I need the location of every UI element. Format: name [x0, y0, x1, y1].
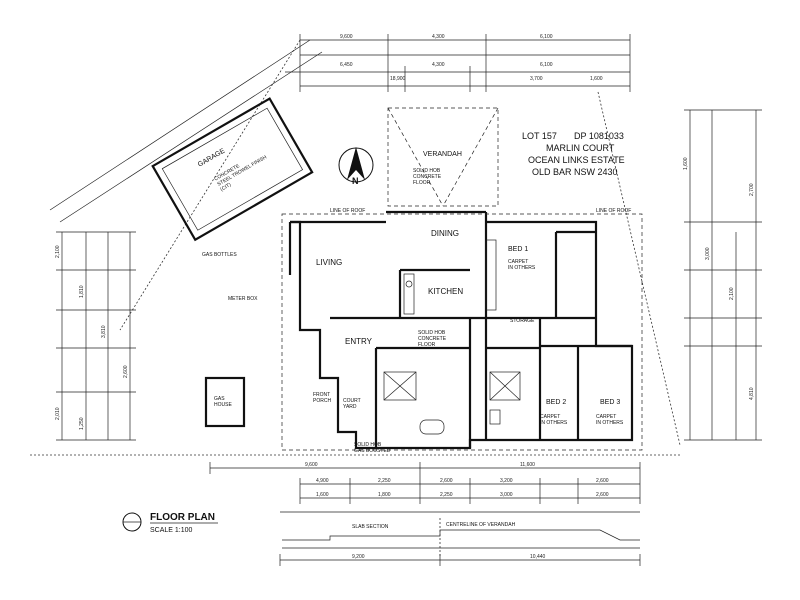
dim-bottom-3a: 1,600: [316, 492, 329, 498]
estate-label: OCEAN LINKS ESTATE: [528, 155, 625, 165]
kitchen-bench: [403, 273, 415, 315]
bed1-label: BED 1: [508, 246, 528, 253]
dim-bottom-2c: 2,600: [440, 478, 453, 484]
dim-top-1b: 4,300: [432, 34, 445, 40]
dim-top-2a: 6,450: [340, 62, 353, 68]
toilet-icon: [489, 409, 501, 425]
dim-bottom-3d: 3,000: [500, 492, 513, 498]
dim-bottom-1a: 9,600: [305, 462, 318, 468]
fixtures: [383, 239, 521, 435]
roof-line-note-1: LINE OF ROOF: [330, 208, 365, 214]
dim-bottom-2e: 2,600: [596, 478, 609, 484]
dim-top-1a: 9,600: [340, 34, 353, 40]
dim-section-b: 10,440: [530, 554, 546, 560]
dim-left-3: 3,810: [101, 325, 107, 338]
north-label: N: [352, 176, 359, 186]
sink-icon: [405, 280, 413, 288]
notes: METER BOX GAS BOTTLES LINE OF ROOF LINE …: [202, 208, 631, 454]
house-walls: [281, 210, 643, 451]
slab-section: SLAB SECTION CENTRELINE OF VERANDAH 9,20…: [279, 511, 641, 566]
dining-label: DINING: [431, 229, 459, 238]
dim-left-2: 1,810: [79, 285, 85, 298]
garage: GARAGE CONCRETESTEEL TROWEL FINISH(CIT): [151, 97, 314, 242]
roof-line-note-2: LINE OF ROOF: [596, 208, 631, 214]
bed2-label: BED 2: [546, 399, 566, 406]
dim-top-3a: 18,900: [390, 76, 406, 82]
dim-left-6: 1,250: [79, 417, 85, 430]
garage-label: GARAGE: [197, 147, 227, 168]
left-dimension-lines: 2,100 1,810 3,810 2,600 2,010 1,250: [55, 231, 136, 441]
plan-title: FLOOR PLAN SCALE 1:100: [122, 512, 218, 534]
dim-right-1: 1,600: [683, 157, 689, 170]
gas-bottles-note: GAS BOTTLES: [202, 252, 237, 258]
meter-box-note: METER BOX: [228, 296, 258, 302]
dim-left-1: 2,100: [55, 245, 61, 258]
dim-section-a: 9,200: [352, 554, 365, 560]
dim-left-5: 2,010: [55, 407, 61, 420]
kitchen-label: KITCHEN: [428, 287, 463, 296]
bottom-dimension-lines: 9,600 11,600 4,900 2,250 2,600 3,200 2,6…: [209, 462, 641, 504]
dim-top-2b: 4,300: [432, 62, 445, 68]
dim-bottom-2d: 3,200: [500, 478, 513, 484]
living-label: LIVING: [316, 258, 342, 267]
site-boundary: [30, 39, 681, 456]
dim-top-3c: 1,600: [590, 76, 603, 82]
dim-right-4: 2,700: [749, 183, 755, 196]
suburb-label: OLD BAR NSW 2430: [532, 167, 618, 177]
bed3-label: BED 3: [600, 399, 620, 406]
dim-bottom-3c: 2,250: [440, 492, 453, 498]
dim-bottom-3b: 1,800: [378, 492, 391, 498]
right-dimension-lines: 1,600 3,000 2,100 2,700 4,810: [683, 109, 762, 441]
dim-bottom-1b: 11,600: [520, 462, 535, 468]
dim-left-4: 2,600: [123, 365, 129, 378]
slab-section-label: SLAB SECTION: [352, 524, 389, 530]
dp-label: DP 1081033: [574, 131, 624, 141]
top-dimension-lines: 9,600 4,300 6,100 6,450 4,300 6,100 18,9…: [285, 34, 631, 92]
title-block: LOT 157 DP 1081033 MARLIN COURT OCEAN LI…: [522, 131, 625, 177]
dim-right-2: 3,000: [705, 247, 711, 260]
dim-right-3: 2,100: [729, 287, 735, 300]
dim-top-3b: 3,700: [530, 76, 543, 82]
dim-top-2c: 6,100: [540, 62, 553, 68]
plan-scale-text: SCALE 1:100: [150, 527, 193, 534]
ensuite-shower: [489, 371, 521, 401]
centreline-label: CENTRELINE OF VERANDAH: [446, 522, 516, 528]
dim-bottom-2b: 2,250: [378, 478, 391, 484]
entry-label: ENTRY: [345, 337, 373, 346]
shower-recess: [383, 371, 417, 401]
dim-bottom-3e: 2,600: [596, 492, 609, 498]
bath-icon: [419, 419, 445, 435]
plan-title-text: FLOOR PLAN: [150, 512, 215, 523]
street-label: MARLIN COURT: [546, 143, 615, 153]
dim-bottom-2a: 4,900: [316, 478, 329, 484]
dim-right-5: 4,810: [749, 387, 755, 400]
north-arrow: N: [338, 147, 374, 186]
wardrobe: [485, 239, 497, 311]
storage-label: STORAGE: [510, 318, 535, 324]
verandah-label: VERANDAH: [423, 151, 462, 158]
dim-top-1c: 6,100: [540, 34, 553, 40]
lot-label: LOT 157: [522, 131, 557, 141]
